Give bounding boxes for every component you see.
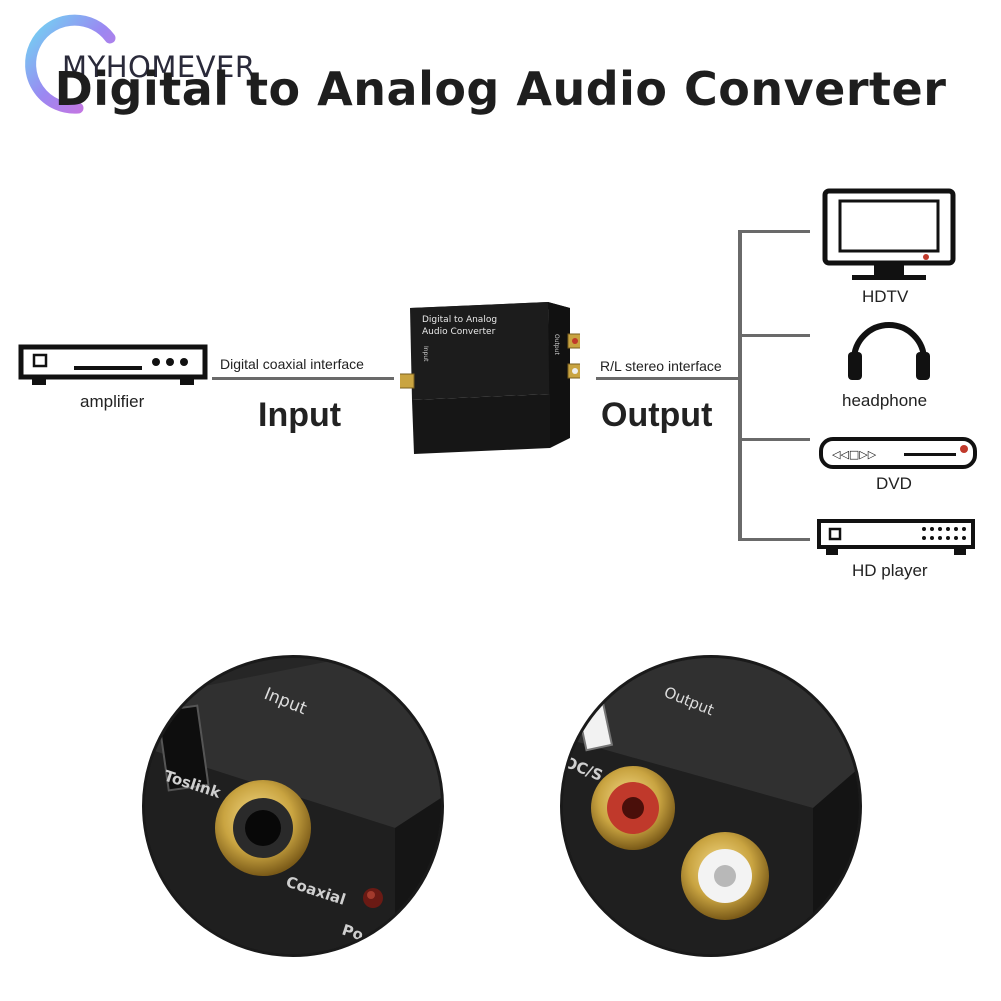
device-label-dvd: DVD [876, 474, 912, 493]
rl-interface-label: R/L stereo interface [600, 358, 722, 374]
device-label-headphone: headphone [842, 391, 928, 410]
branch-line-dvd [738, 438, 810, 441]
device-label-hdtv: HDTV [862, 287, 909, 306]
closeup-output-ports: Output OC/S [560, 655, 862, 957]
converter-face-text-1: Digital to Analog [422, 315, 497, 325]
coax-interface-label: Digital coaxial interface [220, 356, 364, 372]
branch-line-headphone [738, 334, 810, 337]
brand-ring-icon [25, 14, 116, 114]
page-title: Digital to Analog Audio Converter [54, 62, 947, 116]
coax-cable-line [212, 377, 394, 380]
watermark: MYHOMEVER [18, 10, 268, 120]
device-label-hd-player: HD player [852, 561, 928, 580]
svg-text:◁◁□▷▷: ◁◁□▷▷ [832, 448, 877, 461]
output-direction-label: Output [601, 396, 713, 434]
headphone-icon [848, 322, 930, 380]
branch-line-hdtv [738, 230, 810, 233]
distribution-trunk-line [738, 230, 742, 540]
watermark-brand: MYHOMEVER [62, 50, 256, 84]
tv-icon [822, 188, 956, 280]
input-direction-label: Input [258, 396, 342, 434]
converter-output-port-label: Output [553, 334, 560, 355]
branch-line-hdplayer [738, 538, 810, 541]
converter-box: Digital to Analog Audio Converter Input … [400, 302, 580, 454]
amplifier-icon [18, 344, 208, 385]
dvd-player-icon: ◁◁□▷▷ [819, 437, 977, 469]
rl-cable-line [596, 377, 740, 380]
amplifier-label: amplifier [80, 392, 145, 411]
converter-input-port-label: Input [422, 346, 429, 362]
converter-face-text-2: Audio Converter [422, 327, 496, 337]
closeup-input-ports: Input Toslink Coaxial Po [142, 655, 444, 957]
hd-player-icon [817, 519, 975, 555]
